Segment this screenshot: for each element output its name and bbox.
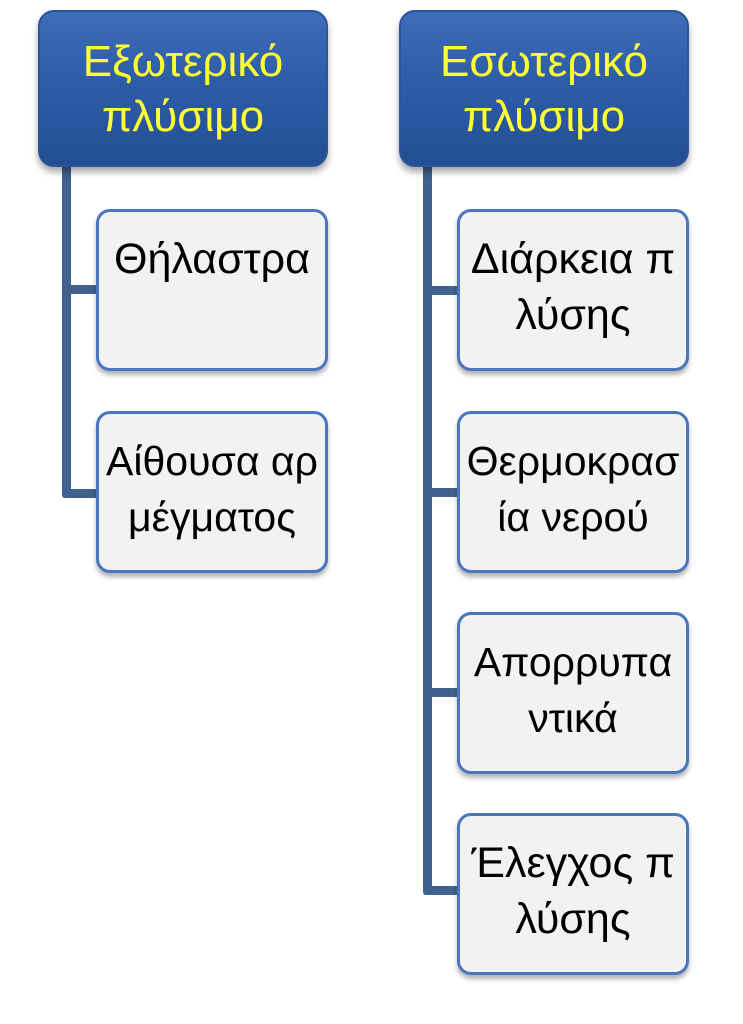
node-milking-parlor-label: Αίθουσα αρμέγματος bbox=[106, 438, 318, 540]
node-washing-check: Έλεγχος πλύσης bbox=[457, 813, 689, 975]
node-washing-duration: Διάρκεια πλύσης bbox=[457, 209, 689, 371]
connector-branch-internal-1 bbox=[423, 286, 459, 295]
header-internal-washing: Εσωτερικό πλύσιμο bbox=[399, 10, 689, 167]
node-milking-parlor: Αίθουσα αρμέγματος bbox=[96, 411, 328, 573]
connector-vertical-external bbox=[62, 160, 71, 498]
node-washing-duration-label: Διάρκεια πλύσης bbox=[470, 235, 676, 339]
connector-branch-external-1 bbox=[62, 285, 98, 294]
connector-vertical-internal bbox=[423, 160, 432, 895]
connector-branch-external-2 bbox=[62, 489, 98, 498]
header-external-washing-label: Εξωτερικό πλύσιμο bbox=[82, 36, 284, 141]
connector-branch-internal-2 bbox=[423, 488, 459, 497]
node-water-temperature-label: Θερμοκρασία νερού bbox=[466, 438, 680, 540]
node-water-temperature: Θερμοκρασία νερού bbox=[457, 411, 689, 573]
node-teat-cups: Θήλαστρα bbox=[96, 209, 328, 371]
node-teat-cups-label: Θήλαστρα bbox=[114, 235, 310, 283]
node-detergents-label: Απορρυπαντικά bbox=[473, 639, 673, 741]
header-internal-washing-label: Εσωτερικό πλύσιμο bbox=[440, 36, 648, 141]
header-external-washing: Εξωτερικό πλύσιμο bbox=[38, 10, 328, 167]
connector-branch-internal-4 bbox=[423, 886, 459, 895]
connector-branch-internal-3 bbox=[423, 688, 459, 697]
node-washing-check-label: Έλεγχος πλύσης bbox=[471, 839, 675, 943]
node-detergents: Απορρυπαντικά bbox=[457, 612, 689, 774]
